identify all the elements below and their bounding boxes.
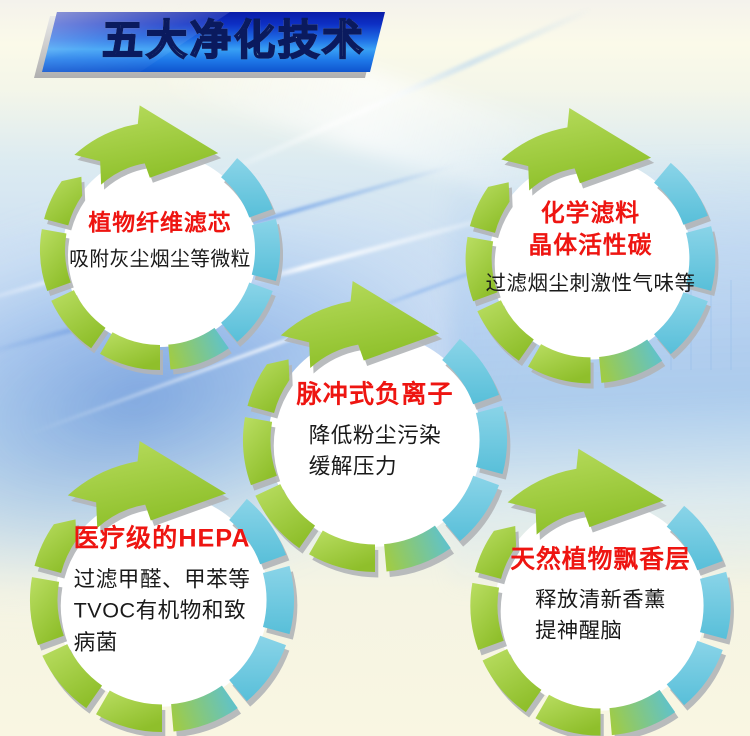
badge-title: 天然植物飘香层: [510, 546, 691, 574]
badge-title: 化学滤料晶体活性碳: [528, 200, 653, 260]
badge-text: 天然植物飘香层 释放清新香薰提神醒脑: [472, 467, 729, 724]
badge-description: 释放清新香薰提神醒脑: [535, 587, 666, 643]
badge-title: 植物纤维滤芯: [88, 209, 232, 236]
title-banner: 五大净化技术: [0, 0, 430, 95]
badge-natural-plant-fragrance-layer: 天然植物飘香层 释放清新香薰提神醒脑: [427, 432, 750, 736]
badge-title: 脉冲式负离子: [296, 380, 454, 409]
page-title: 五大净化技术: [84, 19, 384, 62]
badge-title: 医疗级的HEPA: [73, 524, 251, 553]
